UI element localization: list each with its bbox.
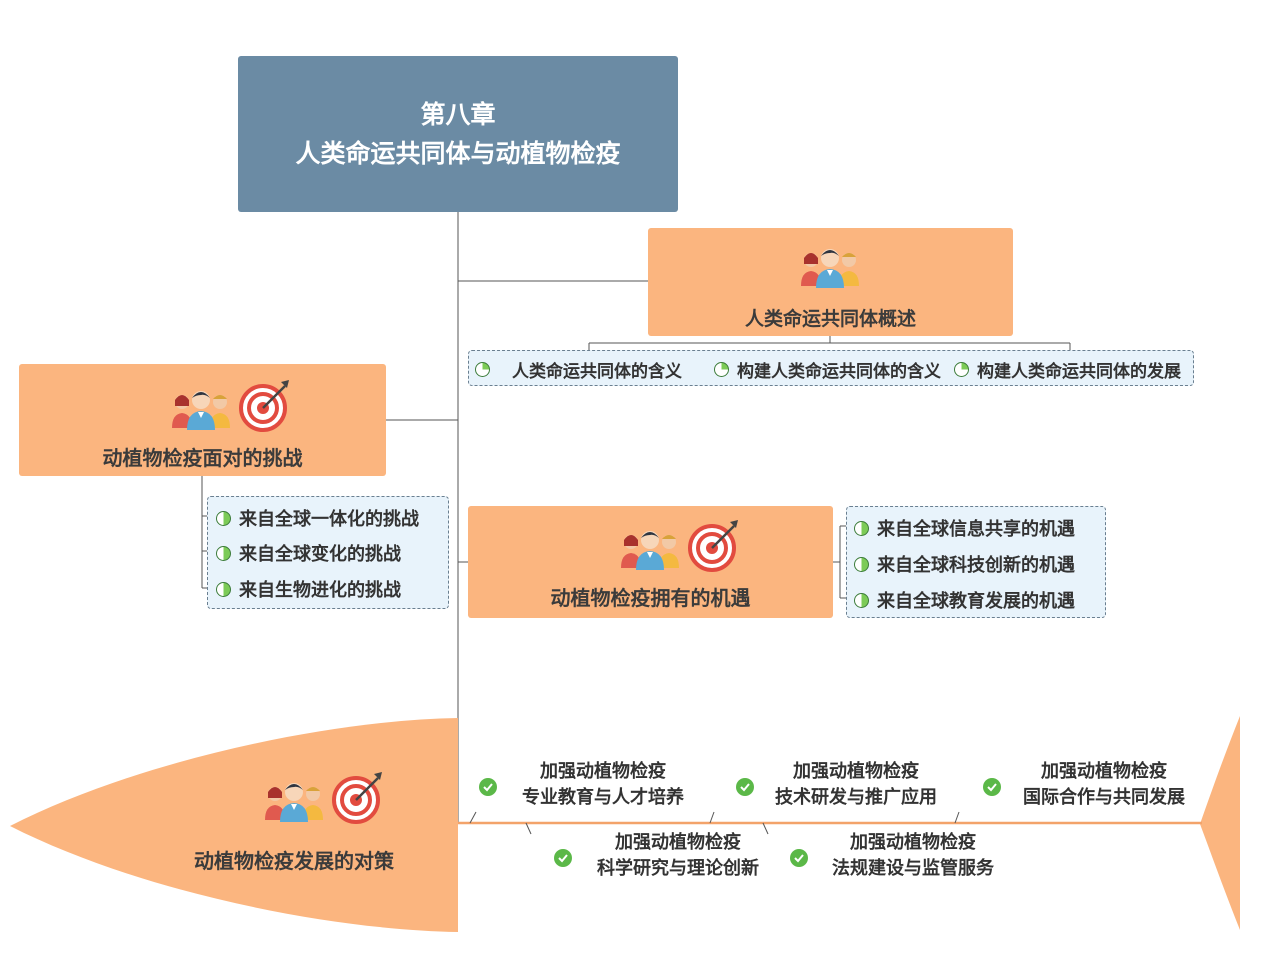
measure-line2: 专业教育与人才培养 xyxy=(522,787,684,808)
challenges-title: 动植物检疫面对的挑战 xyxy=(102,446,303,470)
people-icon xyxy=(801,249,859,288)
root-title-line2: 人类命运共同体与动植物检疫 xyxy=(295,139,621,168)
target-icon xyxy=(688,520,738,572)
overview-item[interactable]: 构建人类命运共同体的含义 xyxy=(714,357,941,382)
overview-item[interactable]: 构建人类命运共同体的发展 xyxy=(954,357,1181,382)
overview-item[interactable]: 人类命运共同体的含义 xyxy=(475,357,682,382)
target-icon xyxy=(332,772,382,824)
overview-item-label: 构建人类命运共同体的发展 xyxy=(977,362,1181,382)
root-topic[interactable]: 第八章 人类命运共同体与动植物检疫 xyxy=(238,56,678,212)
target-icon xyxy=(239,380,289,432)
challenges-item[interactable]: 来自全球一体化的挑战 xyxy=(216,505,419,531)
progress-quarter-icon xyxy=(714,362,729,377)
measure-regulation[interactable]: 加强动植物检疫 法规建设与监管服务 xyxy=(820,830,1006,882)
root-title-line1: 第八章 xyxy=(420,100,496,129)
opportunities-title: 动植物检疫拥有的机遇 xyxy=(550,586,751,610)
people-icon xyxy=(172,391,230,430)
progress-quarter-icon xyxy=(954,362,969,377)
challenges-item-label: 来自生物进化的挑战 xyxy=(239,580,401,601)
challenges-node[interactable]: 动植物检疫面对的挑战 xyxy=(19,364,386,476)
opportunities-item-label: 来自全球信息共享的机遇 xyxy=(877,519,1075,540)
challenges-item-label: 来自全球变化的挑战 xyxy=(239,544,401,565)
challenges-item[interactable]: 来自全球变化的挑战 xyxy=(216,540,401,566)
opportunities-node[interactable]: 动植物检疫拥有的机遇 xyxy=(468,506,833,618)
measure-line1: 加强动植物检疫 xyxy=(1041,761,1167,782)
progress-half-icon xyxy=(216,581,231,597)
strategies-title[interactable]: 动植物检疫发展的对策 xyxy=(194,849,394,873)
measure-education[interactable]: 加强动植物检疫 专业教育与人才培养 xyxy=(510,759,696,811)
check-icon xyxy=(554,849,572,867)
progress-half-icon xyxy=(216,545,231,561)
measure-line1: 加强动植物检疫 xyxy=(850,832,976,853)
overview-item-label: 构建人类命运共同体的含义 xyxy=(737,362,941,382)
overview-node[interactable]: 人类命运共同体概述 xyxy=(648,228,1013,336)
overview-title: 人类命运共同体概述 xyxy=(744,308,916,330)
check-icon xyxy=(479,778,497,796)
people-icon xyxy=(265,783,323,822)
progress-quarter-icon xyxy=(475,362,490,377)
measure-line2: 技术研发与推广应用 xyxy=(775,787,937,808)
check-icon xyxy=(790,849,808,867)
measure-research[interactable]: 加强动植物检疫 科学研究与理论创新 xyxy=(585,830,771,882)
fishbone-head xyxy=(10,718,458,932)
challenges-item[interactable]: 来自生物进化的挑战 xyxy=(216,576,401,602)
opportunities-item[interactable]: 来自全球教育发展的机遇 xyxy=(854,587,1075,613)
measure-line2: 法规建设与监管服务 xyxy=(832,858,994,879)
measure-line2: 科学研究与理论创新 xyxy=(597,858,759,879)
check-icon xyxy=(983,778,1001,796)
measure-line1: 加强动植物检疫 xyxy=(793,761,919,782)
measure-line2: 国际合作与共同发展 xyxy=(1023,787,1185,808)
opportunities-item[interactable]: 来自全球信息共享的机遇 xyxy=(854,515,1075,541)
check-icon xyxy=(736,778,754,796)
measure-tech[interactable]: 加强动植物检疫 技术研发与推广应用 xyxy=(764,759,948,811)
progress-half-icon xyxy=(216,510,231,526)
people-icon xyxy=(621,531,679,570)
opportunities-item-label: 来自全球教育发展的机遇 xyxy=(877,591,1075,612)
fishbone-tail xyxy=(1200,716,1240,930)
measure-line1: 加强动植物检疫 xyxy=(540,761,666,782)
progress-half-icon xyxy=(854,520,869,536)
challenges-subgroup xyxy=(207,496,449,609)
opportunities-subgroup xyxy=(846,506,1106,618)
opportunities-item[interactable]: 来自全球科技创新的机遇 xyxy=(854,551,1075,577)
progress-half-icon xyxy=(854,556,869,572)
overview-subgroup xyxy=(468,350,1194,386)
overview-item-label: 人类命运共同体的含义 xyxy=(512,362,682,382)
opportunities-item-label: 来自全球科技创新的机遇 xyxy=(877,555,1075,576)
measure-line1: 加强动植物检疫 xyxy=(615,832,741,853)
challenges-item-label: 来自全球一体化的挑战 xyxy=(239,509,419,530)
progress-half-icon xyxy=(854,592,869,608)
measure-cooperation[interactable]: 加强动植物检疫 国际合作与共同发展 xyxy=(1012,759,1196,811)
